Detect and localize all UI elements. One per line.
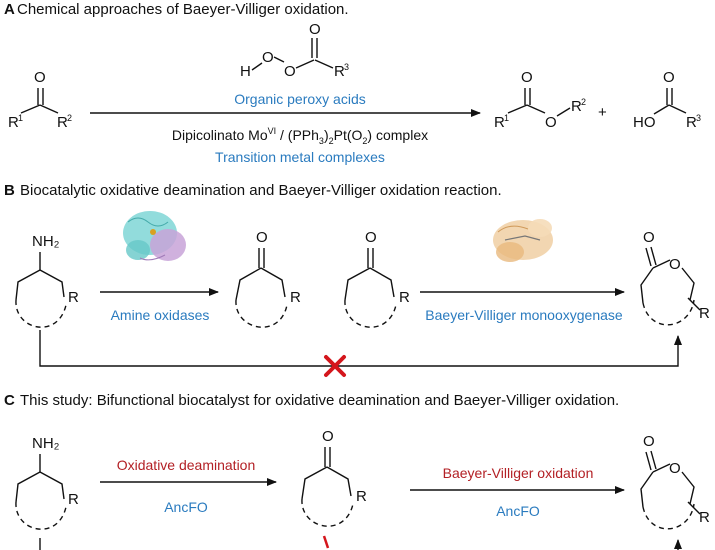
atom-ho: HO [633, 114, 656, 131]
atom-r1: R [8, 114, 19, 131]
atom-r: R [399, 289, 410, 306]
atom-o: O [34, 69, 46, 86]
atom-h: H [240, 63, 251, 80]
enzyme2-label: Baeyer-Villiger monooxygenase [425, 307, 623, 323]
sup-3: 3 [344, 62, 349, 72]
amine-substrate: NH₂ R [15, 435, 79, 550]
sup-2: 2 [67, 113, 72, 123]
protein-structure-bvmo [493, 219, 553, 262]
atom-o: O [521, 69, 533, 86]
atom-r2: R [57, 114, 68, 131]
atom-r1: R [494, 114, 505, 131]
atom-r: R [290, 289, 301, 306]
plus-sign: + [598, 104, 607, 121]
reagent-label: Organic peroxy acids [234, 91, 366, 107]
atom-r: R [68, 491, 79, 508]
enzyme-label-1: AncFO [164, 499, 208, 515]
atom-o: O [322, 428, 334, 445]
ketone-structure: O R 1 R 2 [8, 69, 72, 131]
red-tick-icon [322, 535, 330, 549]
atom-r: R [356, 488, 367, 505]
sup-2: 2 [581, 97, 586, 107]
enzyme1-label: Amine oxidases [111, 307, 210, 323]
step1-label: Oxidative deamination [117, 457, 256, 473]
panel-b-title: Biocatalytic oxidative deamination and B… [20, 182, 502, 199]
sup-1: 1 [504, 113, 509, 123]
enzyme-label-2: AncFO [496, 503, 540, 519]
panel-a-title: Chemical approaches of Baeyer-Villiger o… [17, 1, 349, 18]
atom-o: O [669, 256, 681, 273]
atom-r: R [68, 289, 79, 306]
protein-structure-amine-oxidase [123, 211, 186, 261]
lactone-product: O O R [640, 229, 710, 326]
catalyst-label: Transition metal complexes [215, 149, 385, 165]
panel-b: B Biocatalytic oxidative deamination and… [4, 182, 710, 377]
acid-structure: O HO R 3 [633, 69, 701, 131]
peroxy-acid-structure: H O O O R 3 [240, 21, 349, 80]
panel-a-letter: A [4, 1, 15, 18]
atom-r: R [699, 509, 710, 526]
ketone-product: O R [235, 229, 301, 328]
atom-o: O [545, 114, 557, 131]
ketone-intermediate: O R [301, 428, 367, 549]
panel-a: A Chemical approaches of Baeyer-Villiger… [4, 1, 701, 165]
atom-o: O [309, 21, 321, 38]
atom-o: O [284, 63, 296, 80]
atom-nh2: NH₂ [32, 233, 60, 250]
atom-r: R [699, 305, 710, 322]
catalyst-text: Dipicolinato MoVI / (PPh3)2Pt(O2) comple… [172, 126, 428, 146]
atom-o: O [669, 460, 681, 477]
ester-structure: O R 1 O R 2 [494, 69, 586, 131]
sup-3: 3 [696, 113, 701, 123]
amine-substrate: NH₂ R [15, 233, 79, 328]
atom-o: O [365, 229, 377, 246]
red-cross-icon [324, 355, 346, 377]
sup-1: 1 [18, 113, 23, 123]
atom-o: O [643, 433, 655, 450]
step2-label: Baeyer-Villiger oxidation [443, 465, 594, 481]
atom-r3: R [334, 63, 345, 80]
atom-o: O [643, 229, 655, 246]
atom-o: O [262, 49, 274, 66]
panel-c-letter: C [4, 392, 15, 409]
panel-b-letter: B [4, 182, 15, 199]
atom-nh2: NH₂ [32, 435, 60, 452]
panel-c-title: This study: Bifunctional biocatalyst for… [20, 392, 619, 409]
atom-r3: R [686, 114, 697, 131]
atom-r2: R [571, 98, 582, 115]
atom-o: O [663, 69, 675, 86]
ketone-substrate: O R [344, 229, 410, 328]
direct-route-arrow [39, 330, 682, 367]
panel-c: C This study: Bifunctional biocatalyst f… [4, 392, 710, 550]
lactone-product: O O R [640, 433, 710, 550]
atom-o: O [256, 229, 268, 246]
